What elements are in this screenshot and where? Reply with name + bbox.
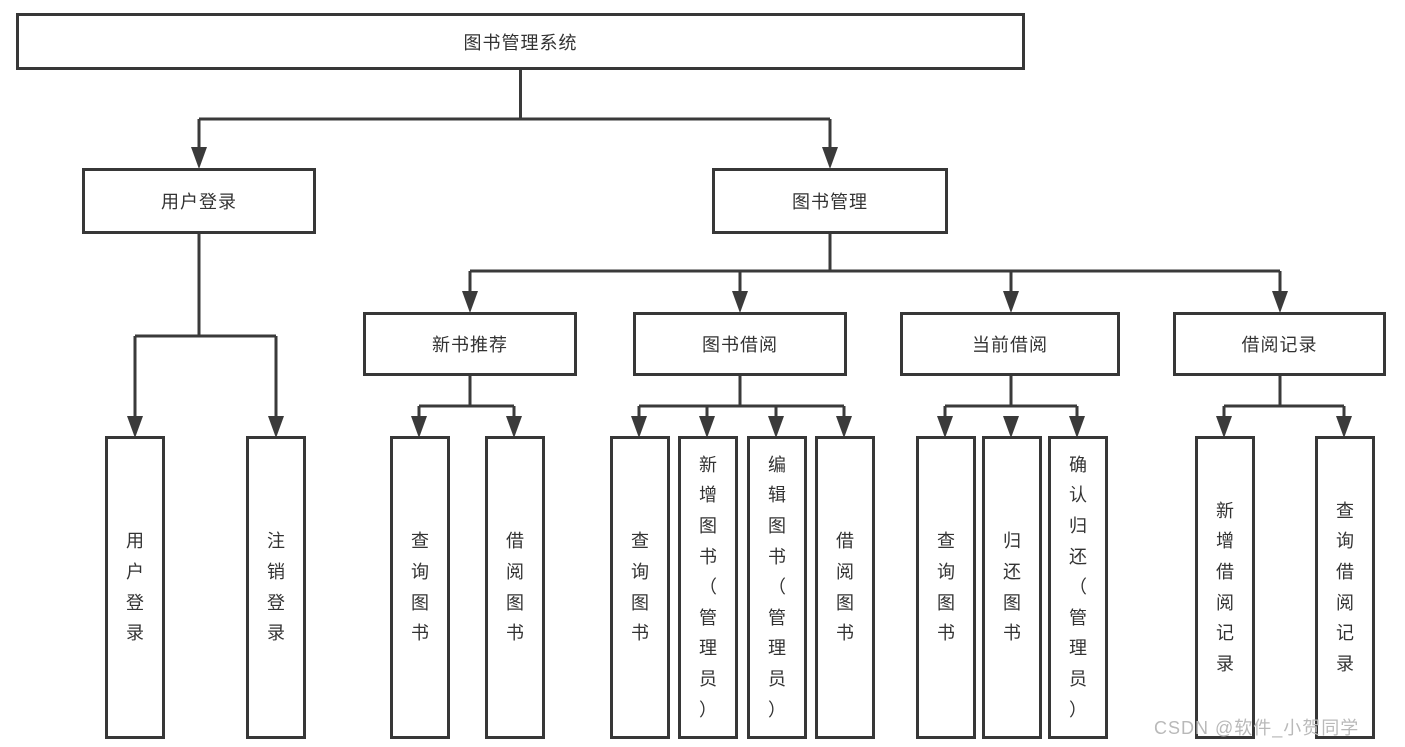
leaf-return-books-label: 归还图书 (1003, 531, 1021, 644)
node-current-borrowing-label: 当前借阅 (972, 335, 1048, 355)
arrowhead (1003, 416, 1019, 438)
edge-userlogin-to-leaves (133, 234, 278, 421)
node-new-book-recommend-label: 新书推荐 (432, 335, 508, 355)
arrowhead (268, 416, 284, 438)
arrowheads (127, 147, 1352, 438)
leaf-query-borrow-record: 查询借阅记录 (1315, 436, 1375, 739)
leaf-logout: 注销登录 (246, 436, 306, 739)
leaf-logout-label: 注销登录 (267, 531, 285, 644)
edge-current-to-leaves (943, 376, 1079, 421)
arrowhead (836, 416, 852, 438)
leaf-edit-books-admin-label: 编辑图书（管理员） (768, 454, 786, 720)
leaf-borrow-books-1: 借阅图书 (485, 436, 545, 739)
leaf-add-books-admin: 新增图书（管理员） (678, 436, 738, 739)
arrowhead (127, 416, 143, 438)
leaf-query-books-1: 查询图书 (390, 436, 450, 739)
leaf-confirm-return-admin-label: 确认归还（管理员） (1069, 454, 1087, 720)
node-book-borrowing-label: 图书借阅 (702, 335, 778, 355)
node-borrowing-records-label: 借阅记录 (1241, 335, 1318, 355)
node-book-management: 图书管理 (712, 168, 948, 234)
arrowhead (411, 416, 427, 438)
arrowhead (732, 291, 748, 313)
edge-records-to-leaves (1222, 376, 1346, 421)
node-current-borrowing: 当前借阅 (900, 312, 1120, 376)
leaf-query-books-2: 查询图书 (610, 436, 670, 739)
arrowhead (822, 147, 838, 169)
node-book-management-label: 图书管理 (792, 192, 868, 212)
node-borrowing-records: 借阅记录 (1173, 312, 1386, 376)
leaf-user-login-label: 用户登录 (126, 531, 144, 644)
edge-newbook-to-leaves (417, 376, 516, 421)
node-root-label: 图书管理系统 (463, 32, 578, 53)
arrowhead (191, 147, 207, 169)
leaf-edit-books-admin: 编辑图书（管理员） (747, 436, 807, 739)
arrowhead (506, 416, 522, 438)
leaf-query-books-2-label: 查询图书 (631, 531, 649, 644)
arrowhead (1216, 416, 1232, 438)
leaf-borrow-books-2-label: 借阅图书 (836, 531, 854, 644)
edge-bookmgmt-to-groups (468, 234, 1282, 296)
node-new-book-recommend: 新书推荐 (363, 312, 577, 376)
leaf-return-books: 归还图书 (982, 436, 1042, 739)
csdn-watermark: CSDN @软件_小贺同学 (1154, 718, 1360, 738)
edge-root-to-level2 (197, 70, 832, 152)
node-user-login: 用户登录 (82, 168, 316, 234)
edge-borrowing-to-leaves (637, 376, 846, 421)
arrowhead (1336, 416, 1352, 438)
leaf-add-borrow-record-label: 新增借阅记录 (1216, 500, 1234, 674)
arrowhead (699, 416, 715, 438)
leaf-query-books-3-label: 查询图书 (937, 531, 955, 644)
arrowhead (937, 416, 953, 438)
leaf-add-borrow-record: 新增借阅记录 (1195, 436, 1255, 739)
leaf-query-books-1-label: 查询图书 (411, 531, 429, 644)
arrowhead (768, 416, 784, 438)
leaf-borrow-books-2: 借阅图书 (815, 436, 875, 739)
arrowhead (1069, 416, 1085, 438)
leaf-add-books-admin-label: 新增图书（管理员） (699, 454, 717, 720)
leaf-user-login: 用户登录 (105, 436, 165, 739)
arrowhead (1272, 291, 1288, 313)
leaf-borrow-books-1-label: 借阅图书 (506, 531, 524, 644)
leaf-query-borrow-record-label: 查询借阅记录 (1336, 500, 1354, 674)
arrowhead (462, 291, 478, 313)
node-user-login-label: 用户登录 (161, 192, 237, 212)
node-book-borrowing: 图书借阅 (633, 312, 847, 376)
node-root: 图书管理系统 (16, 13, 1025, 70)
arrowhead (1003, 291, 1019, 313)
leaf-query-books-3: 查询图书 (916, 436, 976, 739)
leaf-confirm-return-admin: 确认归还（管理员） (1048, 436, 1108, 739)
arrowhead (631, 416, 647, 438)
